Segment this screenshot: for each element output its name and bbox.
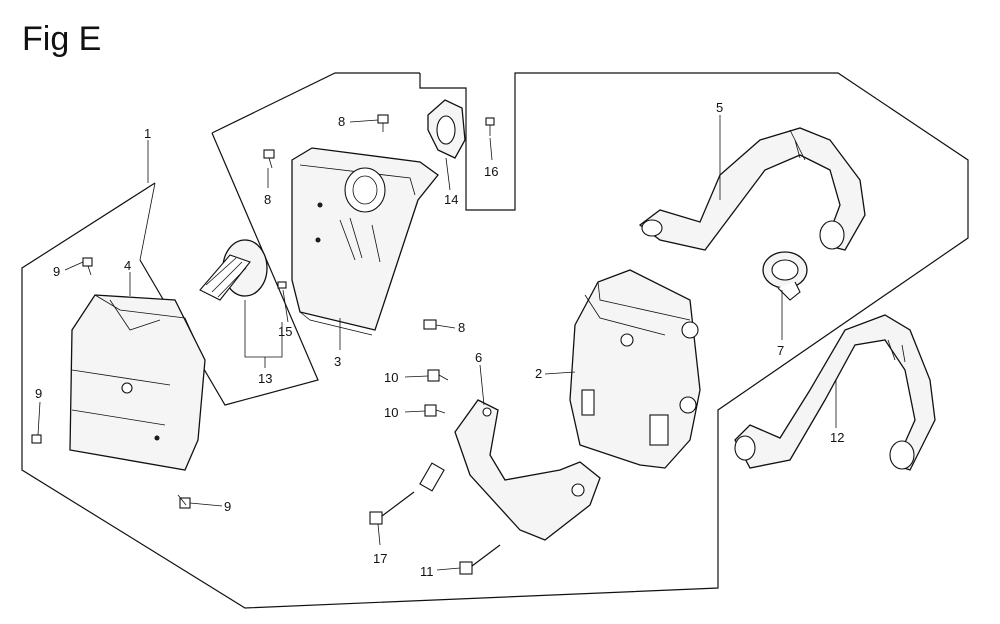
callout-10-upper: 10	[384, 370, 398, 385]
bolt-9-bottom	[177, 494, 191, 509]
bolt-8-mid	[423, 319, 437, 330]
bolt-9-left	[31, 434, 42, 444]
bolt-10-lower	[424, 404, 446, 417]
callout-8-top: 8	[338, 114, 345, 129]
bolt-11	[459, 544, 501, 575]
part-4-air-cleaner-cover	[69, 294, 206, 471]
callout-9-left: 9	[35, 386, 42, 401]
callout-labels: 1 2 3 4 5 6 7 8 8 8 9 9 9 10 10 11 12 13…	[35, 100, 844, 579]
callout-6: 6	[475, 350, 482, 365]
callout-14: 14	[444, 192, 458, 207]
callout-2: 2	[535, 366, 542, 381]
part-13-filter-element	[199, 239, 268, 301]
spacer	[419, 462, 445, 492]
callout-12: 12	[830, 430, 844, 445]
part-14-gasket	[427, 99, 466, 159]
bolt-17	[369, 491, 415, 525]
callout-9-upper: 9	[53, 264, 60, 279]
callout-5: 5	[716, 100, 723, 115]
bolt-9-upper	[82, 257, 93, 276]
callout-10-lower: 10	[384, 405, 398, 420]
part-3-air-cleaner-case	[291, 147, 439, 336]
callout-13: 13	[258, 371, 272, 386]
callout-3: 3	[334, 354, 341, 369]
part-6-bracket	[454, 399, 601, 541]
callout-1: 1	[144, 126, 151, 141]
callout-15: 15	[278, 324, 292, 339]
part-12-exhaust-pipe	[734, 314, 936, 471]
callout-7: 7	[777, 343, 784, 358]
callout-9-bottom: 9	[224, 499, 231, 514]
bolt-10-upper	[427, 369, 449, 382]
figure-title: Fig E	[22, 20, 102, 58]
leader-lines	[37, 115, 837, 571]
callout-16: 16	[484, 164, 498, 179]
bolt-16	[485, 117, 495, 136]
callout-17: 17	[373, 551, 387, 566]
part-7-clamp	[762, 251, 808, 301]
hardware-fasteners	[31, 114, 501, 575]
bolt-8-top	[377, 114, 389, 132]
part-5-exhaust-pipe	[638, 127, 866, 251]
callout-4: 4	[124, 258, 131, 273]
part-2-muffler	[569, 269, 701, 469]
bolt-15	[277, 281, 287, 289]
callout-11: 11	[420, 564, 434, 579]
callout-8-left: 8	[264, 192, 271, 207]
callout-8-mid: 8	[458, 320, 465, 335]
bolt-8-left	[263, 149, 275, 169]
